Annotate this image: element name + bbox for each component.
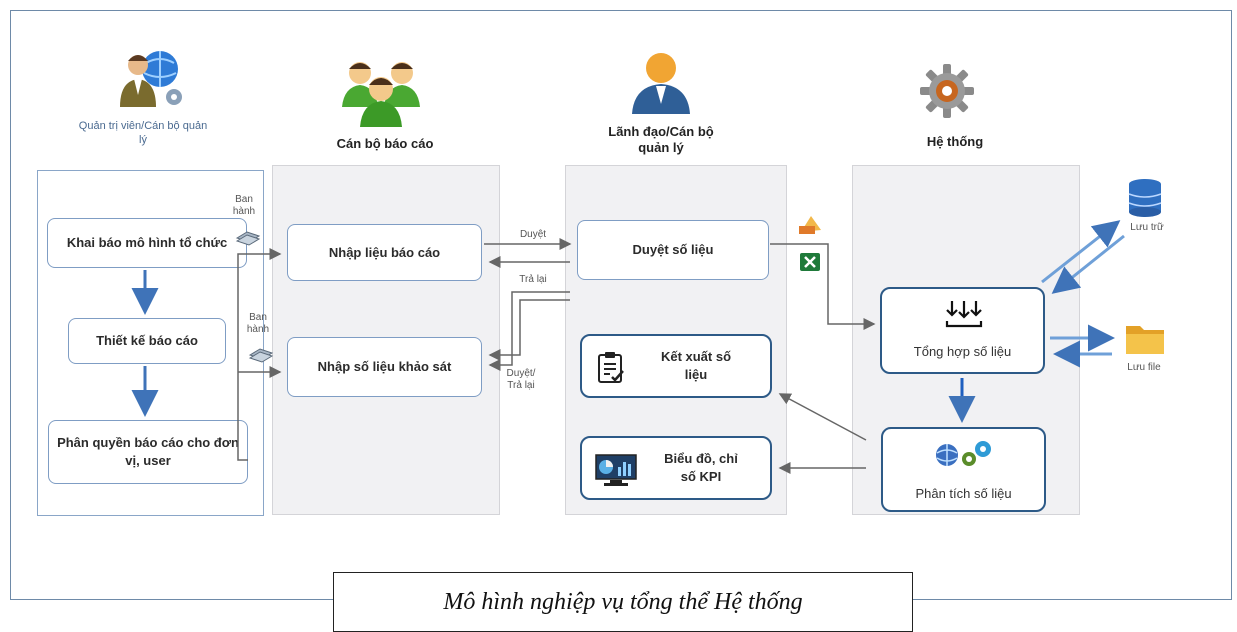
diagram-caption: Mô hình nghiệp vụ tổng thể Hệ thống <box>333 572 913 632</box>
presentation-file-icon <box>799 216 821 234</box>
admin-user-globe-icon <box>120 51 182 107</box>
step-duyet-so-lieu[interactable]: Duyệt số liệu <box>577 220 769 280</box>
folder-icon <box>1126 326 1164 354</box>
document-stack-icon-2 <box>248 348 274 363</box>
excel-file-icon <box>800 253 820 271</box>
chart-monitor-icon <box>595 454 637 486</box>
reporter-role-label: Cán bộ báo cáo <box>336 136 434 151</box>
ket-xuat-label: Kết xuất số liệu <box>660 349 732 382</box>
step-ket-xuat-so-lieu[interactable]: Kết xuất số liệu <box>580 334 772 398</box>
step-khai-bao-mo-hinh[interactable]: Khai báo mô hình tổ chức <box>47 218 247 268</box>
system-role-label: Hệ thống <box>926 134 984 149</box>
bieu-do-label: Biểu đồ, chỉ số KPI <box>664 451 738 484</box>
label-tra-lai: Trả lại <box>519 274 547 285</box>
globe-gears-icon <box>936 441 991 466</box>
reporters-group-icon <box>342 62 420 127</box>
step-nhap-lieu-bao-cao[interactable]: Nhập liệu báo cáo <box>287 224 482 281</box>
merge-arrows-icon <box>945 301 983 328</box>
clipboard-checklist-icon <box>598 352 624 383</box>
step-thiet-ke-bao-cao[interactable]: Thiết kế báo cáo <box>68 318 226 364</box>
step-bieu-do-kpi[interactable]: Biểu đồ, chỉ số KPI <box>580 436 772 500</box>
leader-role-label: Lãnh đạo/Cán bộ quản lý <box>608 124 714 156</box>
tong-hop-label: Tổng hợp số liệu <box>913 344 1012 359</box>
step-nhap-so-lieu-khao-sat[interactable]: Nhập số liệu khảo sát <box>287 337 482 397</box>
luu-tru-label: Lưu trữ <box>1130 222 1164 233</box>
admin-role-label: Quản trị viên/Cán bộ quản lý <box>78 120 208 146</box>
document-stack-icon-1 <box>235 231 261 246</box>
database-icon <box>1128 179 1162 217</box>
leader-user-icon <box>632 53 690 114</box>
label-ban-hanh-1: Ban hành <box>232 194 256 217</box>
label-duyet-tra-lai: Duyệt/ Trả lại <box>506 368 536 391</box>
system-gear-icon <box>920 64 974 118</box>
luu-file-label: Lưu file <box>1127 362 1161 373</box>
label-duyet: Duyệt <box>519 229 547 240</box>
phan-tich-label: Phân tích số liệu <box>915 486 1012 501</box>
step-phan-tich-so-lieu[interactable]: Phân tích số liệu <box>881 427 1046 512</box>
step-tong-hop-so-lieu[interactable]: Tổng hợp số liệu <box>880 287 1045 374</box>
step-phan-quyen[interactable]: Phân quyền báo cáo cho đơn vị, user <box>48 420 248 484</box>
label-ban-hanh-2: Ban hành <box>246 312 270 335</box>
